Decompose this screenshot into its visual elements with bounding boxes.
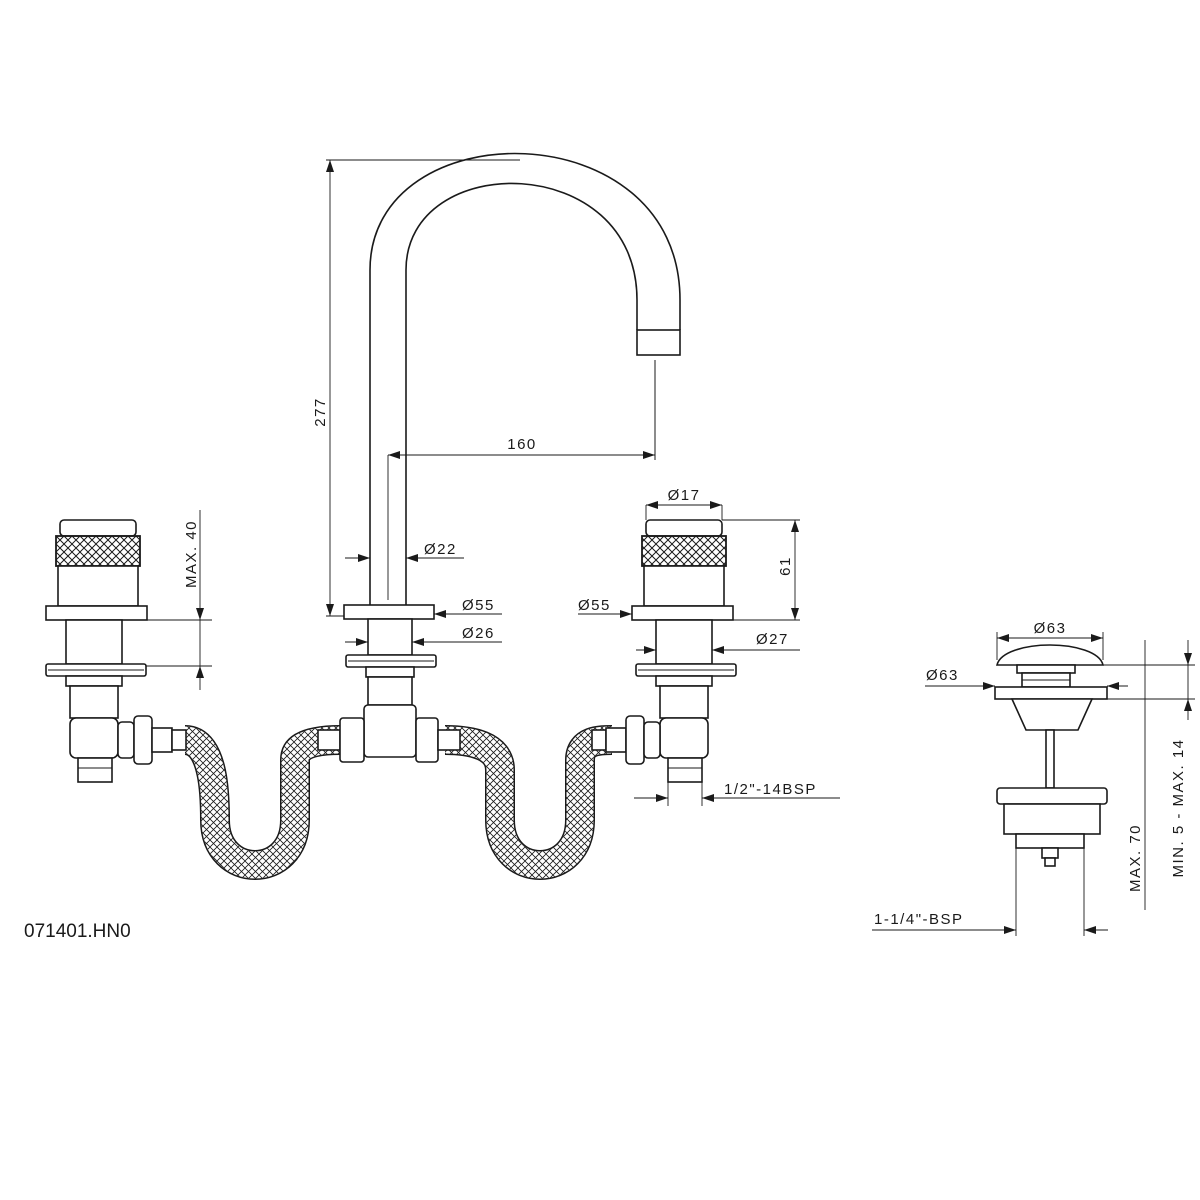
dim-diameter-17: Ø17 bbox=[668, 487, 701, 504]
dim-diameter-55-right: Ø55 bbox=[578, 597, 611, 614]
right-valve bbox=[631, 519, 737, 783]
product-code: 071401.HN0 bbox=[24, 921, 131, 942]
dim-diameter-26: Ø26 bbox=[462, 625, 495, 642]
dim-height-277: 277 bbox=[312, 397, 329, 427]
dim-reach-160: 160 bbox=[507, 436, 537, 453]
dim-diameter-27: Ø27 bbox=[756, 631, 789, 648]
spout-outlet bbox=[636, 329, 681, 356]
dim-diameter-55-center: Ø55 bbox=[462, 597, 495, 614]
dim-handle-height-61: 61 bbox=[777, 556, 794, 576]
dim-waste-diameter-top: Ø63 bbox=[1034, 620, 1067, 637]
spout-base bbox=[343, 604, 437, 758]
spout bbox=[369, 152, 681, 605]
dim-thread-half-inch: 1/2"-14BSP bbox=[724, 781, 817, 798]
dimension-lines bbox=[140, 159, 1195, 936]
left-handle-knurl bbox=[55, 535, 141, 567]
dim-waste-diameter-side: Ø63 bbox=[926, 667, 959, 684]
dim-min5-max14: MIN. 5 - MAX. 14 bbox=[1170, 738, 1187, 877]
dim-thread-waste: 1-1/4"-BSP bbox=[874, 911, 964, 928]
dim-diameter-22: Ø22 bbox=[424, 541, 457, 558]
right-handle-knurl bbox=[641, 535, 727, 567]
left-valve bbox=[45, 519, 148, 783]
popup-waste bbox=[994, 644, 1108, 867]
dim-max-70: MAX. 70 bbox=[1127, 824, 1144, 892]
dim-max-40: MAX. 40 bbox=[183, 520, 200, 588]
dimension-labels: 277 160 Ø22 Ø55 Ø26 MAX. 40 Ø17 61 Ø55 Ø… bbox=[183, 397, 1187, 928]
hoses bbox=[117, 715, 661, 880]
